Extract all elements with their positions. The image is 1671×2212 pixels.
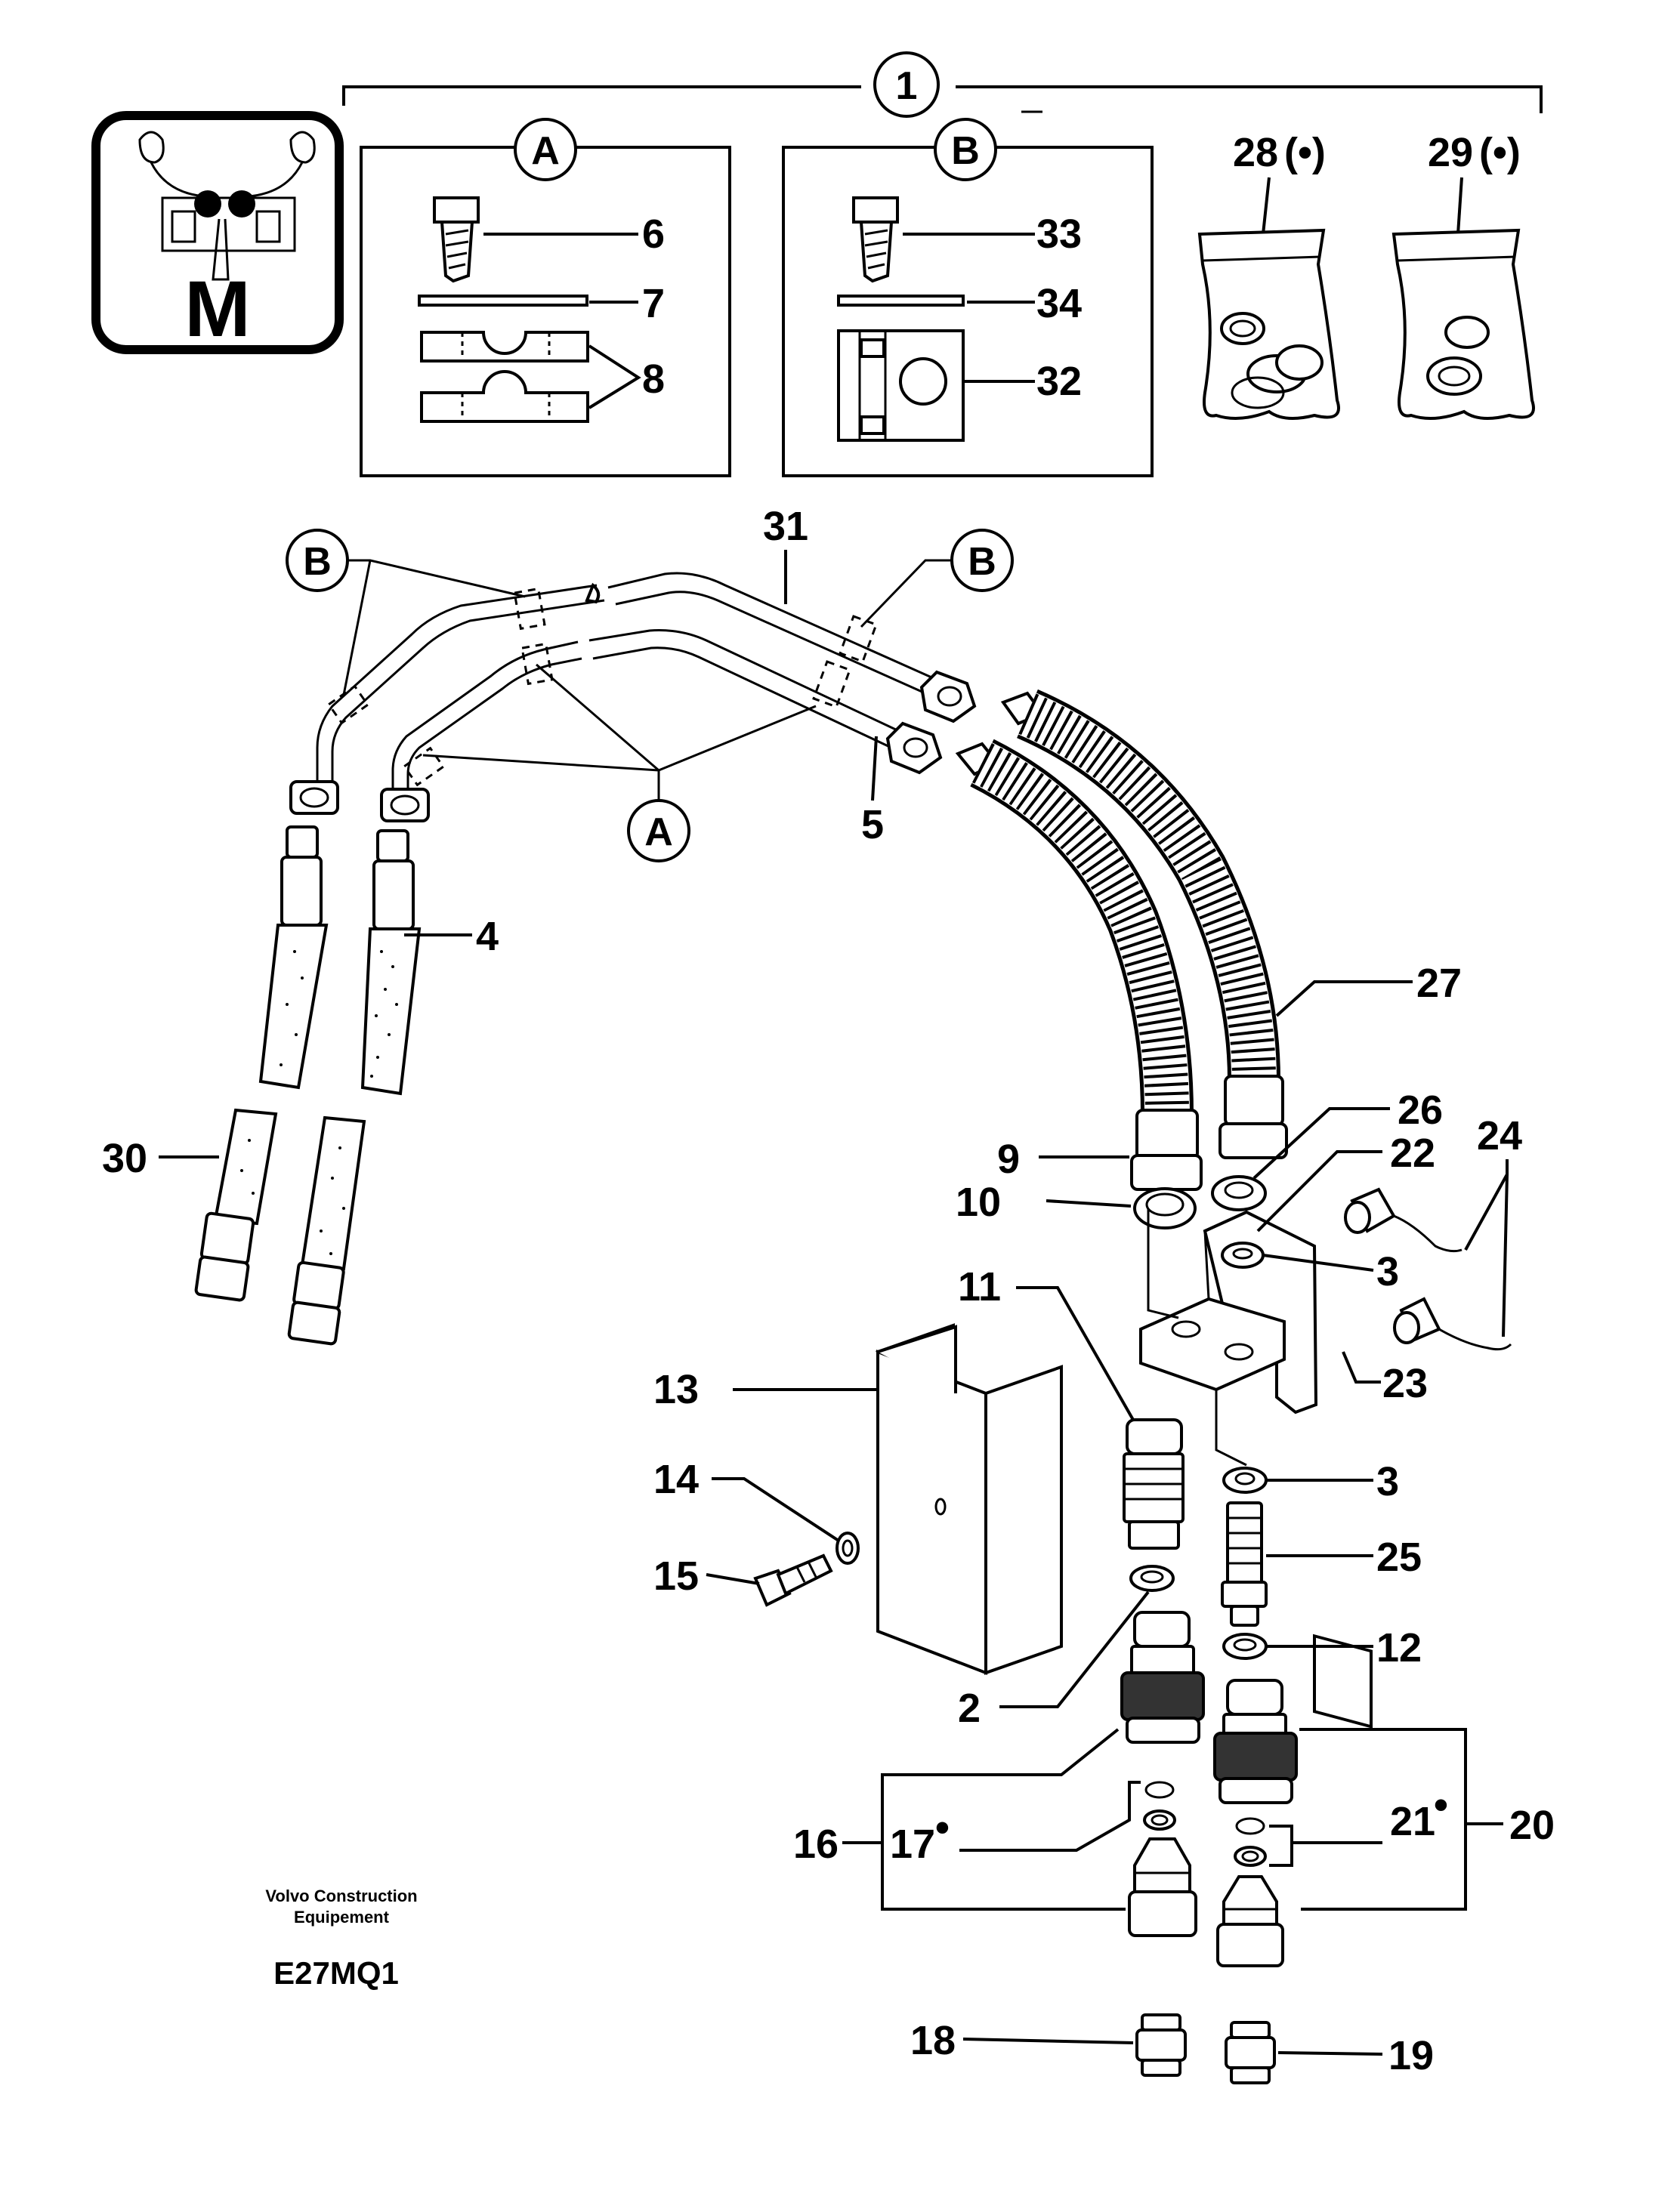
coupler-male-20: [1216, 1875, 1284, 1967]
callout-A-top: A: [531, 129, 560, 173]
seal-kit-29: 29 (•): [1391, 130, 1535, 420]
hose-4: [287, 829, 422, 1346]
nipple-19: [1225, 2021, 1276, 2084]
label-31: 31: [763, 504, 808, 549]
washer-3-top: [1221, 1242, 1265, 1269]
cover-13: [876, 1323, 1063, 1675]
adapter-25: [1221, 1501, 1268, 1627]
label-3a: 3: [1376, 1249, 1399, 1294]
pipe-nut-right-2: [885, 721, 943, 775]
plate-7: [418, 295, 588, 307]
o-rings-17: [1143, 1781, 1176, 1831]
coupler-male-16: [1128, 1837, 1197, 1937]
callout-B-left: B: [286, 529, 526, 696]
label-5: 5: [861, 802, 884, 847]
label-22: 22: [1390, 1131, 1435, 1176]
label-11: 11: [958, 1264, 1001, 1310]
label-32: 32: [1036, 359, 1082, 404]
label-23: 23: [1382, 1361, 1428, 1406]
washer-12: [1222, 1633, 1268, 1660]
washer-14: [836, 1532, 860, 1565]
label-16: 16: [793, 1822, 839, 1867]
seal-kit-28: 28 (•): [1197, 130, 1340, 420]
coupler-female-16: [1120, 1611, 1205, 1744]
label-19: 19: [1388, 2033, 1434, 2078]
clamp-block-32: [837, 329, 965, 442]
callout-B-top: B: [951, 129, 980, 173]
callout-1: 1: [896, 64, 918, 108]
label-2: 2: [958, 1686, 981, 1731]
hose-27: [1000, 689, 1288, 1159]
pipe-nut-left-1: [289, 780, 339, 815]
footer-company-line2: Equipement: [294, 1908, 390, 1927]
label-14: 14: [653, 1457, 699, 1502]
footer-code: E27MQ1: [273, 1955, 399, 1991]
hose-9: [955, 739, 1203, 1191]
o-rings-21: [1234, 1817, 1267, 1867]
callout-A-mid: A: [422, 663, 817, 862]
box-b: B 33 34 32: [782, 118, 1154, 477]
label-4: 4: [476, 914, 499, 959]
label-13: 13: [653, 1367, 699, 1412]
label-10: 10: [956, 1180, 1001, 1225]
svg-text:A: A: [644, 810, 673, 854]
label-20: 20: [1509, 1803, 1555, 1848]
nut-26: [1211, 1175, 1267, 1211]
label-18: 18: [910, 2018, 956, 2063]
label-28-mark: (•): [1284, 130, 1326, 175]
clamp-halves-8: [420, 331, 589, 423]
callout-B-right: B: [860, 529, 1014, 628]
label-3b: 3: [1376, 1459, 1399, 1504]
nipple-18: [1135, 2013, 1187, 2077]
kit-bracket: 1: [342, 51, 1543, 118]
label-29-mark: (•): [1479, 130, 1521, 175]
label-27: 27: [1416, 961, 1462, 1006]
callout-circle-1: [873, 51, 940, 118]
coupler-female-20: [1213, 1679, 1298, 1804]
footer-company-line1: Volvo Construction: [265, 1887, 417, 1905]
label-21: 21: [1390, 1799, 1435, 1844]
box-a: A 6 7 8: [360, 118, 731, 477]
nut-10: [1133, 1187, 1197, 1229]
label-12: 12: [1376, 1625, 1422, 1671]
label-30: 30: [102, 1136, 147, 1181]
bolt-33: [852, 196, 899, 283]
pipe-nut-left-2: [380, 788, 430, 822]
label-17: 17: [890, 1822, 935, 1867]
label-7: 7: [642, 281, 665, 326]
label-9: 9: [997, 1137, 1020, 1182]
bolt-6: [433, 196, 480, 283]
m-control-icon: M: [91, 111, 344, 354]
adapter-11: [1123, 1418, 1185, 1550]
label-24: 24: [1477, 1113, 1522, 1158]
label-28: 28: [1233, 130, 1278, 175]
svg-text:B: B: [303, 540, 332, 584]
label-34: 34: [1036, 281, 1082, 326]
label-15: 15: [653, 1553, 699, 1599]
hose-30: [194, 825, 329, 1302]
label-26: 26: [1398, 1087, 1443, 1133]
bolt-15: [753, 1553, 833, 1607]
pipe-nut-right-1: [919, 670, 977, 723]
steel-pipes: [289, 572, 977, 822]
label-6: 6: [642, 211, 665, 257]
footer: Volvo Construction Equipement E27MQ1: [265, 1887, 417, 1991]
label-21-mark: •: [1434, 1782, 1448, 1828]
washer-3-bottom: [1222, 1467, 1268, 1494]
svg-text:B: B: [968, 540, 996, 584]
label-17-mark: •: [935, 1805, 950, 1850]
label-25: 25: [1376, 1535, 1422, 1580]
label-33: 33: [1036, 211, 1082, 257]
washer-2: [1129, 1565, 1175, 1592]
label-29: 29: [1428, 130, 1473, 175]
label-8: 8: [642, 356, 665, 402]
caps-24: [1344, 1187, 1512, 1351]
plate-34: [837, 295, 965, 307]
m-icon-letter: M: [184, 265, 250, 353]
